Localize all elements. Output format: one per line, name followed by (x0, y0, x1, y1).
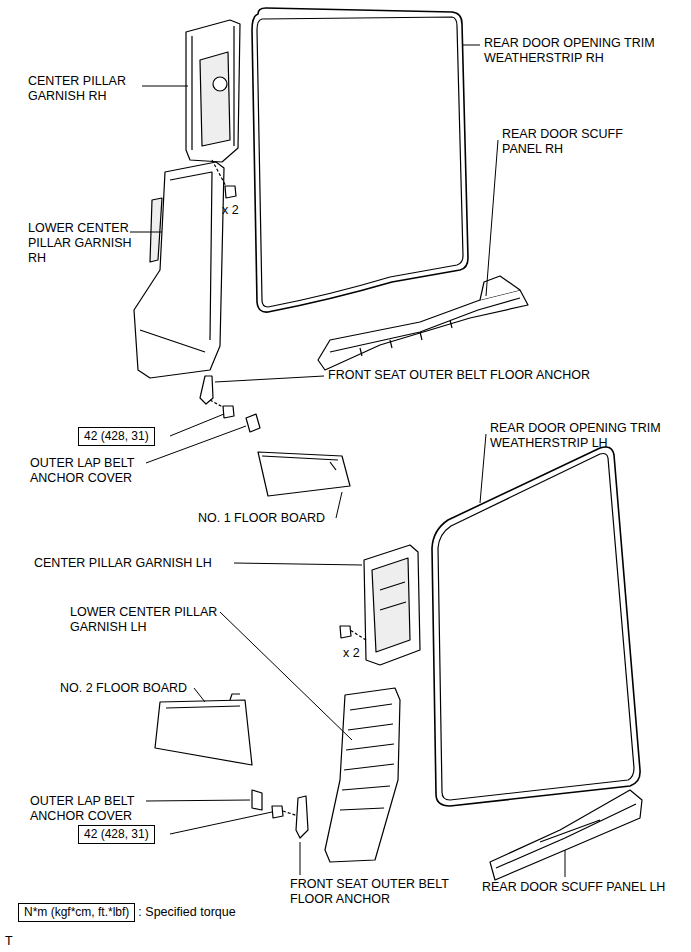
quantity-label: x 2 (222, 203, 239, 218)
torque-box: 42 (428, 31) (78, 427, 155, 446)
part-label: CENTER PILLAR GARNISH LH (34, 556, 212, 571)
quantity-label: T (5, 934, 13, 949)
part-label: CENTER PILLAR GARNISH RH (28, 74, 143, 104)
torque-box: N*m (kgf*cm, ft.*lbf) (18, 903, 135, 922)
torque-box: 42 (428, 31) (78, 825, 155, 844)
torque-value: N*m (kgf*cm, ft.*lbf) (24, 905, 129, 919)
part-label: NO. 2 FLOOR BOARD (60, 681, 187, 696)
part-label: NO. 1 FLOOR BOARD (198, 511, 325, 526)
part-label: LOWER CENTER PILLAR GARNISH RH (28, 221, 148, 266)
legend-text: : Specified torque (138, 905, 235, 920)
part-label: REAR DOOR OPENING TRIM WEATHERSTRIP RH (484, 36, 679, 66)
part-label: LOWER CENTER PILLAR GARNISH LH (70, 605, 245, 635)
part-label: OUTER LAP BELT ANCHOR COVER (30, 456, 162, 486)
torque-value: 42 (428, 31) (84, 827, 149, 841)
part-label: FRONT SEAT OUTER BELT FLOOR ANCHOR (290, 877, 482, 907)
part-label: REAR DOOR SCUFF PANEL LH (482, 880, 665, 895)
torque-value: 42 (428, 31) (84, 429, 149, 443)
quantity-label: x 2 (343, 646, 360, 661)
part-label: REAR DOOR SCUFF PANEL RH (502, 127, 634, 157)
part-label: FRONT SEAT OUTER BELT FLOOR ANCHOR (328, 368, 590, 383)
part-label: REAR DOOR OPENING TRIM WEATHERSTRIP LH (490, 421, 685, 451)
part-label: OUTER LAP BELT ANCHOR COVER (30, 794, 162, 824)
